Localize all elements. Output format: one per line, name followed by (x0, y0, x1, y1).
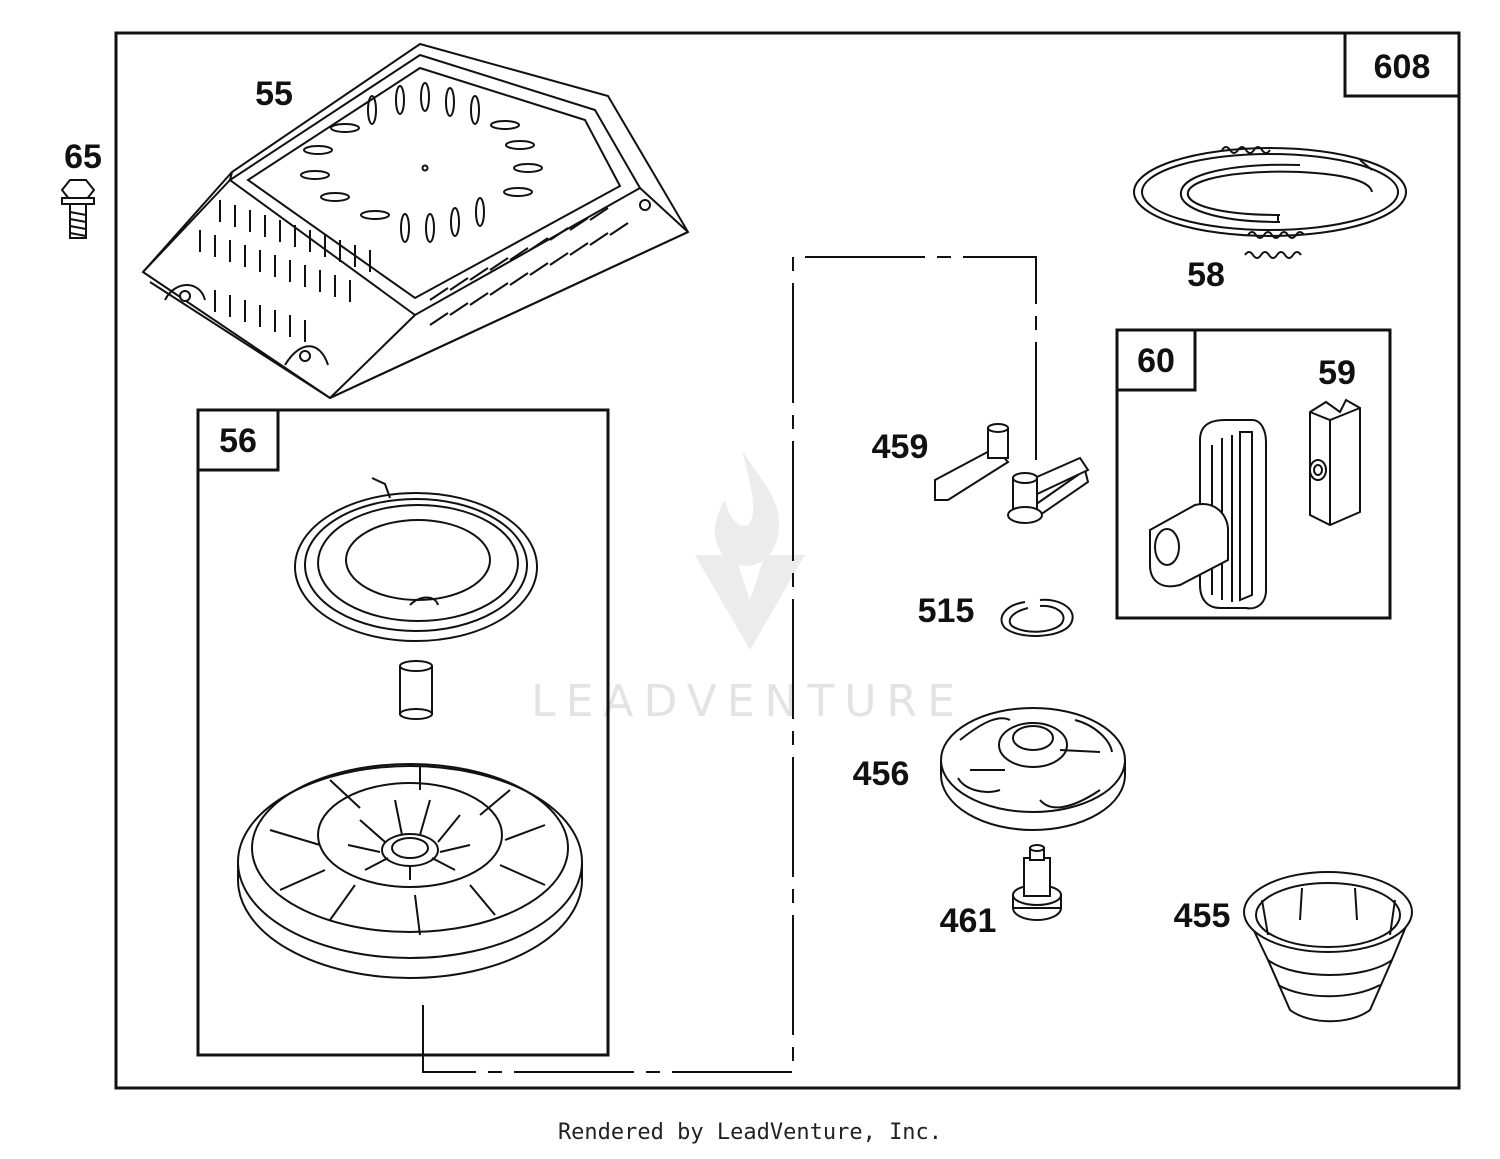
blower-housing-55-icon (143, 44, 688, 398)
watermark-text: LEADVENTURE (531, 676, 965, 727)
callout-461: 461 (940, 902, 997, 940)
watermark-v-icon (695, 555, 805, 650)
callout-515: 515 (918, 592, 975, 630)
rewind-spring-icon (295, 478, 537, 641)
retaining-ring-515-icon (1002, 600, 1073, 636)
watermark-flame-icon (714, 450, 780, 566)
starter-pulley-icon (238, 764, 582, 978)
callout-65: 65 (64, 138, 102, 176)
starter-handle-icon (1150, 420, 1266, 608)
assembly-number: 608 (1374, 48, 1431, 86)
callout-56: 56 (219, 422, 257, 460)
watermark: LEADVENTURE (531, 450, 965, 727)
callout-58: 58 (1187, 256, 1225, 294)
starter-rope-58-icon (1134, 147, 1406, 258)
assembly-connector-line (422, 256, 1037, 1073)
kit-60-label-box (1115, 328, 1197, 392)
kit-60-box (1115, 328, 1392, 620)
assembly-number-box (1343, 31, 1461, 98)
callout-55: 55 (255, 75, 293, 113)
starter-cup-455-icon (1244, 872, 1412, 1021)
ratchet-456-icon (941, 708, 1125, 830)
footer-credit: Rendered by LeadVenture, Inc. (557, 1120, 943, 1145)
kit-56-box (196, 408, 610, 1057)
kit-56-label-box (196, 408, 280, 472)
callout-59: 59 (1318, 354, 1356, 392)
bolt-65-icon (62, 180, 94, 238)
callout-455: 455 (1174, 897, 1231, 935)
handle-insert-59-icon (1310, 400, 1360, 525)
pawl-459-icon (935, 424, 1088, 523)
callout-459: 459 (872, 428, 929, 466)
callout-60: 60 (1137, 342, 1175, 380)
callout-456: 456 (853, 755, 910, 793)
bushing-icon (400, 661, 432, 719)
screw-461-icon (1013, 845, 1061, 920)
assembly-frame (114, 31, 1461, 1090)
